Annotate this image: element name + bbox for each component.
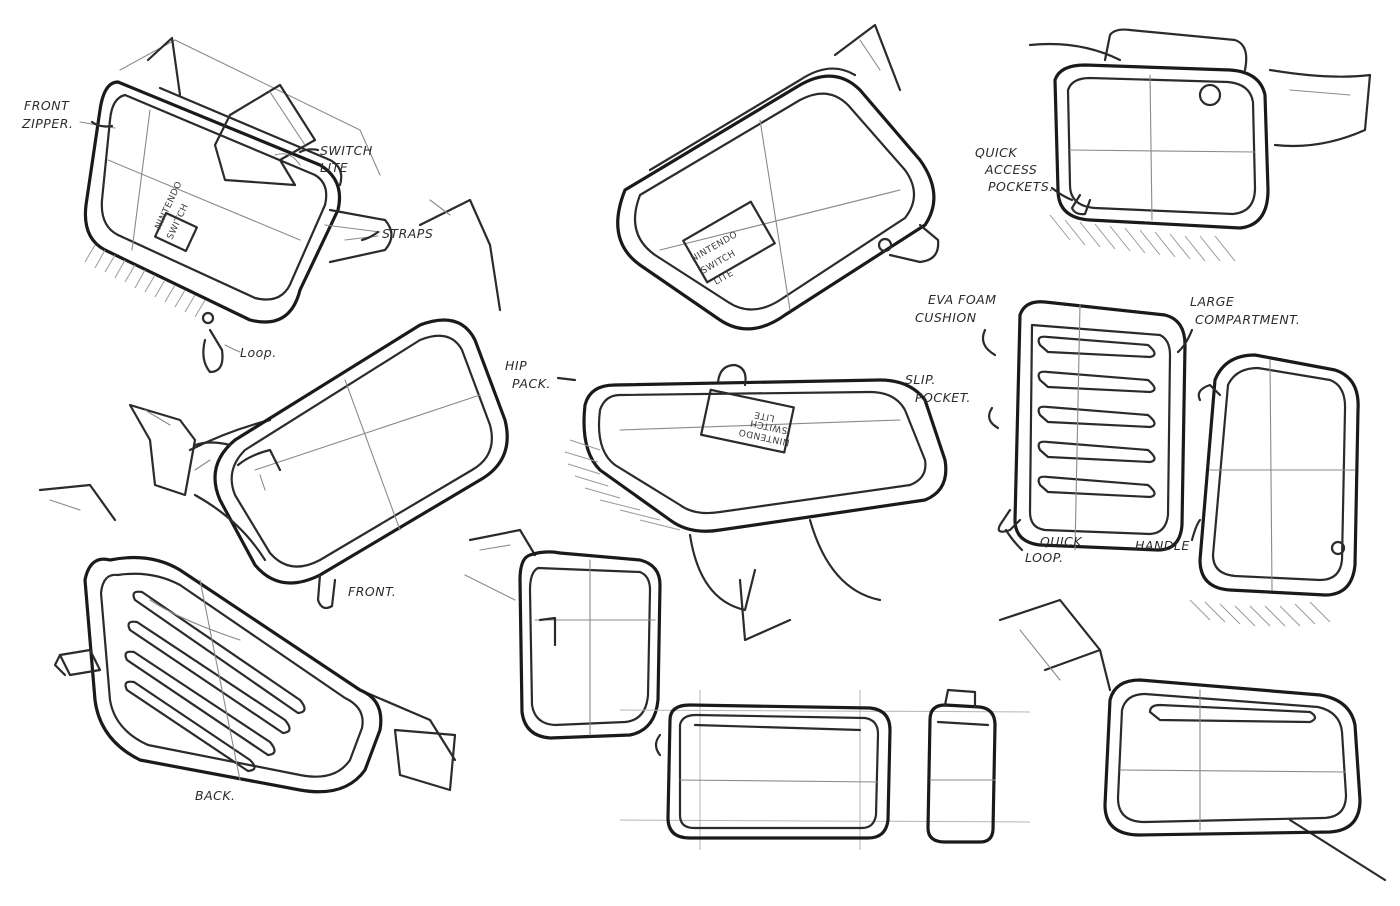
annotation-eva-foam-line-2: CUSHION <box>915 310 977 325</box>
annotation-straps: STRAPS <box>382 226 433 241</box>
annotation-handle: HANDLE <box>1135 538 1190 553</box>
annotation-front-zipper-line-2: ZIPPER. <box>21 116 73 131</box>
annotation-large-compartment-line-2: COMPARTMENT. <box>1195 312 1300 327</box>
product-label-b-line-3: LITE <box>753 409 775 423</box>
annotation-quick-loop-line-2: LOOP. <box>1025 550 1064 565</box>
annotation-quick-loop: QUICK LOOP. <box>1025 534 1083 565</box>
sketch-eva-foam-compartment <box>997 300 1187 552</box>
sketch-side-profile <box>464 528 662 740</box>
annotation-quick-access-line-1: QUICK <box>975 145 1018 160</box>
annotation-slip-pocket-line-2: POCKET. <box>915 390 971 405</box>
annotation-front-zipper: FRONT ZIPPER. <box>21 98 73 131</box>
annotation-hip-pack: HIP PACK. <box>505 358 551 391</box>
sketch-top-center-pack: NINTENDO SWITCH LITE <box>616 23 940 331</box>
annotation-switch-lite: SWITCH LITE <box>320 143 373 175</box>
sketch-quick-access-pack <box>1028 28 1372 262</box>
annotation-hip-pack-line-1: HIP <box>505 358 527 373</box>
annotation-switch-lite-line-2: LITE <box>320 160 348 175</box>
annotation-front-zipper-line-1: FRONT <box>24 98 70 113</box>
sketch-bottom-right-pack <box>998 598 1387 882</box>
annotation-quick-access-line-3: POCKETS. <box>988 179 1054 194</box>
annotation-leader-lines <box>90 120 1202 552</box>
sketch-hip-pack-front <box>128 198 509 610</box>
annotation-quick-loop-line-1: QUICK <box>1040 534 1083 549</box>
product-label-a-line-3: LITE <box>713 269 736 288</box>
annotation-quick-access-line-2: ACCESS <box>984 162 1037 177</box>
sketch-large-compartment <box>1189 353 1360 627</box>
annotation-hip-pack-line-2: PACK. <box>512 376 551 391</box>
annotation-switch-lite-line-1: SWITCH <box>320 143 373 158</box>
annotation-eva-foam-line-1: EVA FOAM <box>928 292 997 307</box>
annotation-eva-foam-cushion: EVA FOAM CUSHION <box>915 292 997 325</box>
sketch-back-view <box>38 483 457 794</box>
annotation-front: FRONT. <box>348 584 396 599</box>
annotation-slip-pocket-line-1: SLIP. <box>905 372 936 387</box>
annotation-large-compartment-line-1: LARGE <box>1190 294 1234 309</box>
annotation-quick-access-pockets: QUICK ACCESS POCKETS. <box>975 145 1054 194</box>
sketch-bottom-side-view <box>926 688 997 844</box>
sketch-bottom-front-view <box>619 690 1031 850</box>
annotation-loop: Loop. <box>240 345 277 360</box>
annotation-back: BACK. <box>195 788 236 803</box>
annotation-slip-pocket: SLIP. POCKET. <box>905 372 971 405</box>
annotation-large-compartment: LARGE COMPARTMENT. <box>1190 294 1300 327</box>
sketch-open-case: NINTENDO SWITCH LITE <box>564 363 948 642</box>
sketch-front-zipper-pack: NINTENDO SWITCH <box>79 36 393 374</box>
